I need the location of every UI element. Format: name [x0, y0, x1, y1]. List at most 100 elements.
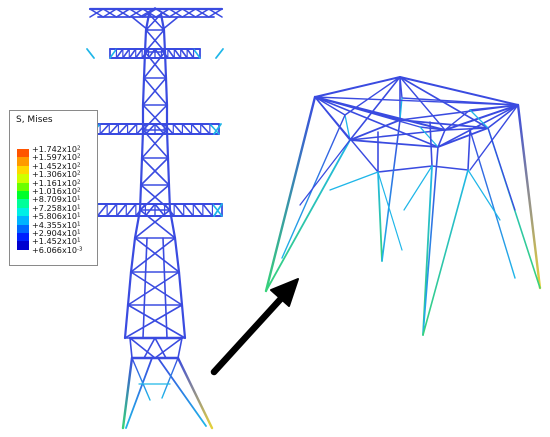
truss-member	[314, 96, 379, 173]
truss-member	[154, 337, 167, 359]
legend-swatch	[17, 199, 29, 208]
truss-member	[444, 109, 471, 131]
truss-member	[177, 337, 183, 359]
legend-value-label: +1.742x102	[32, 145, 83, 153]
legend-value-exponent: 1	[77, 204, 81, 211]
truss-member	[124, 304, 183, 339]
truss-member	[167, 48, 176, 59]
truss-member	[142, 104, 168, 131]
truss-member	[377, 165, 433, 173]
legend-value-labels: +1.742x102+1.597x102+1.452x102+1.306x102…	[32, 145, 83, 254]
truss-member	[419, 126, 439, 148]
tower-leg	[133, 208, 142, 240]
truss-member	[314, 96, 346, 116]
legend-value-label: +1.161x102	[32, 177, 83, 188]
truss-member	[134, 237, 180, 273]
legend-value-exponent: 2	[77, 145, 81, 152]
legend-value-label: +1.452x102	[32, 162, 83, 170]
legend-value-label: +5.806x101	[32, 212, 83, 220]
truss-member	[142, 77, 167, 106]
truss-member	[147, 48, 156, 59]
legend-value-mantissa: +7.258	[32, 202, 62, 213]
truss-member	[154, 7, 171, 18]
legend-value-label: +1.597x102	[32, 153, 83, 161]
truss-member	[127, 304, 186, 339]
legend-swatch	[17, 241, 29, 250]
truss-member	[190, 123, 202, 135]
legend-value-times-ten: x10	[61, 219, 78, 230]
truss-member	[467, 129, 471, 171]
truss-member	[469, 104, 519, 171]
truss-member	[141, 48, 150, 59]
legend-value-times-ten: x10	[61, 202, 78, 213]
truss-member	[299, 139, 351, 206]
truss-member	[194, 8, 210, 18]
truss-member	[99, 123, 111, 135]
zoom-arrow-shaft	[210, 288, 291, 376]
legend-color-bar	[17, 149, 29, 250]
ring-chord	[349, 119, 401, 141]
legend-value-times-ten: x10	[61, 160, 78, 171]
truss-member	[162, 237, 168, 339]
stressed-member	[422, 169, 469, 336]
legend-value-times-ten: x10	[61, 236, 78, 247]
truss-member	[140, 157, 169, 186]
truss-member	[199, 123, 211, 135]
legend-value-label: +7.258x101	[32, 204, 83, 212]
stressed-member	[176, 356, 214, 430]
legend-value-mantissa: +1.016	[32, 185, 62, 196]
truss-member	[192, 48, 201, 59]
tower-leg	[142, 50, 147, 80]
truss-member	[126, 123, 138, 135]
truss-member	[215, 48, 224, 59]
truss-member	[437, 129, 446, 148]
legend-value-exponent: 2	[77, 162, 81, 169]
tower-top-detail-view	[264, 76, 542, 336]
legend-value-times-ten: x10	[61, 244, 78, 255]
truss-member	[145, 123, 156, 135]
truss-member	[135, 203, 147, 217]
legend-swatch	[17, 174, 29, 183]
tower-leg	[167, 183, 172, 212]
truss-member	[429, 121, 433, 167]
truss-member	[314, 96, 421, 128]
truss-member	[208, 8, 223, 18]
truss-member	[144, 203, 156, 217]
truss-member	[487, 104, 519, 129]
ring-chord	[349, 139, 439, 148]
legend-value-mantissa: +2.904	[32, 227, 62, 238]
truss-member	[202, 203, 214, 217]
legend-swatch	[17, 224, 29, 233]
truss-member	[403, 165, 433, 211]
legend-value-times-ten: x10	[61, 152, 78, 163]
legend-value-mantissa: +1.452	[32, 236, 62, 247]
legend-swatch	[17, 149, 29, 158]
stressed-member	[422, 146, 439, 336]
tower-leg	[180, 303, 187, 340]
truss-member	[115, 8, 131, 18]
stressed-member	[469, 129, 516, 279]
ring-chord	[437, 127, 489, 148]
legend-value-mantissa: +1.742	[32, 144, 62, 154]
truss-member	[129, 337, 133, 359]
truss-member	[142, 237, 148, 339]
truss-member	[89, 8, 104, 18]
truss-member	[399, 76, 446, 131]
legend-title: S, Mises	[16, 115, 53, 125]
truss-member	[209, 123, 220, 135]
tower-leg	[166, 156, 171, 187]
legend-value-mantissa: +6.066	[32, 244, 62, 255]
legend-value-exponent: 1	[77, 221, 81, 228]
truss-member	[168, 8, 184, 18]
truss-member	[437, 104, 519, 148]
transmission-tower-model	[86, 7, 224, 430]
truss-member	[467, 169, 501, 221]
truss-member	[102, 8, 118, 18]
legend-value-label: +1.452x101	[32, 237, 83, 245]
legend-value-label: +8.709x101	[32, 195, 83, 203]
legend-value-mantissa: +1.597	[32, 152, 62, 163]
truss-member	[154, 203, 166, 217]
truss-member	[135, 123, 147, 135]
legend-value-times-ten: x10	[61, 177, 78, 188]
